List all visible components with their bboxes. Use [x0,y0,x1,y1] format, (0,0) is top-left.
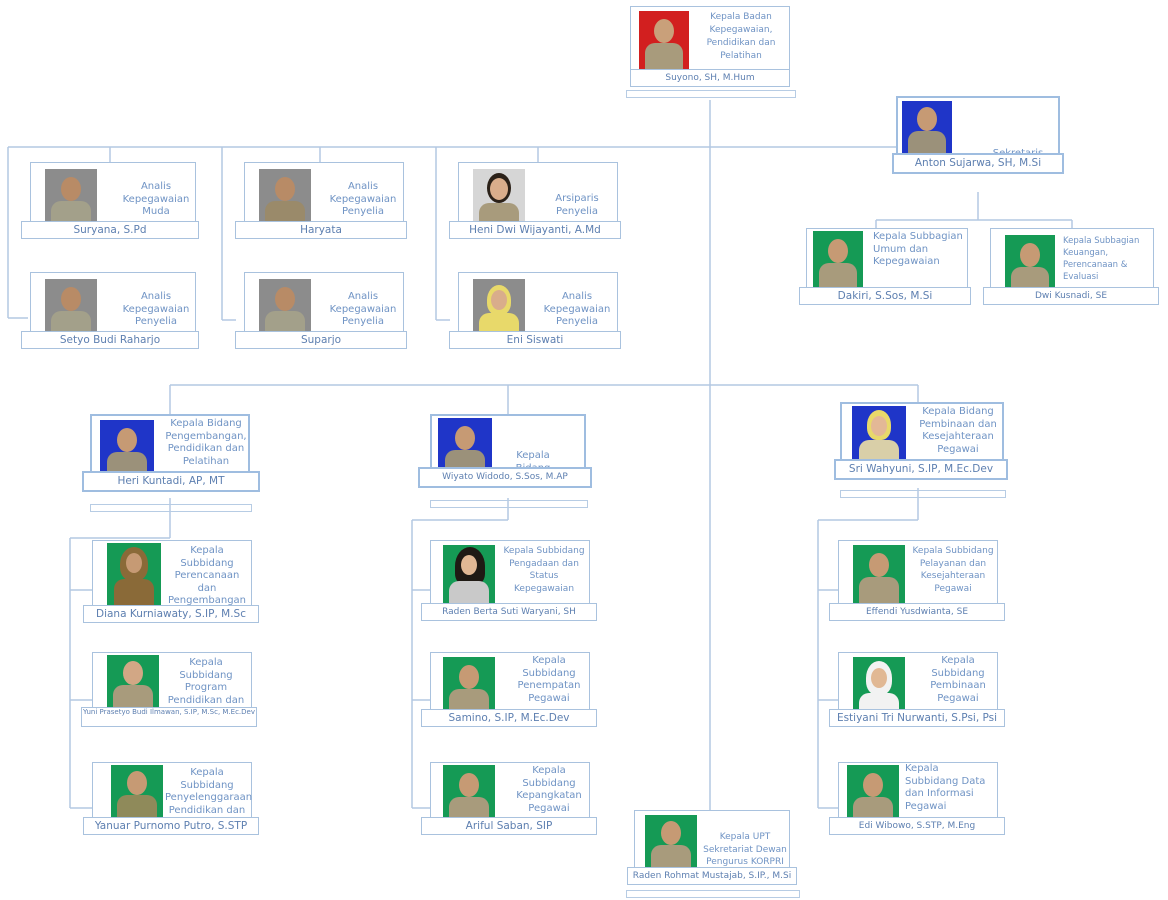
card-analyst: Analis Kepegawaian Penyelia Haryata [235,162,407,239]
portrait-photo [111,765,163,823]
position-title: Analis Kepegawaian Penyelia [122,291,190,327]
position-title: Kepala Subbidang Data dan Informasi Pega… [905,763,986,812]
card-analyst: Analis Kepegawaian Penyelia Suparjo [235,272,407,349]
person-name: Diana Kurniawaty, S.IP, M.Sc [83,605,259,623]
portrait-photo [639,11,689,71]
position-title: Analis Kepegawaian Penyelia [329,181,397,217]
position-title: Kepala UPT Sekretariat Dewan Pengurus KO… [703,832,787,867]
portrait-photo [813,231,863,291]
person-name: Raden Rohmat Mustajab, S.IP., M.Si [627,867,797,885]
portrait-photo [473,279,525,339]
position-title: Kepala Subbidang Pelayanan dan Kesejahte… [912,546,994,594]
position-title: Kepala Badan Kepegawaian, Pendidikan dan… [706,12,776,61]
card-shadow [90,504,252,512]
position-title: Analis Kepegawaian Muda [122,181,190,217]
portrait-photo [259,169,311,229]
portrait-photo [853,657,905,717]
card-shadow [840,490,1006,498]
card-subbidang: Kepala Subbidang Program Pendidikan dan … [81,652,257,727]
card-head: Kepala Badan Kepegawaian, Pendidikan dan… [630,6,790,87]
portrait-photo [853,545,905,605]
position-title: Kepala Subbagian Keuangan, Perencanaan &… [1063,236,1140,282]
card-subbidang: Kepala Subbidang Penempatan Pegawai Sami… [421,652,597,727]
card-subbidang: Kepala Subbidang Kepangkatan Pegawai Ari… [421,762,597,835]
person-name: Setyo Budi Raharjo [21,331,199,349]
card-bidang: Kepala Bidang Pengembangan, Pendidikan d… [82,414,260,492]
portrait-photo [45,169,97,229]
card-subbidang: Kepala Subbidang Pengadaan dan Status Ke… [421,540,597,621]
person-name: Suyono, SH, M.Hum [630,69,790,87]
person-name: Yanuar Purnomo Putro, S.STP [83,817,259,835]
portrait-photo [902,101,952,159]
position-title: Kepala Bidang Pengembangan, Pendidikan d… [165,418,247,467]
position-title: Arsiparis Penyelia [555,193,599,217]
portrait-photo [107,543,161,605]
card-bidang: Kepala Bidang Pembinaan dan Kesejahteraa… [834,402,1008,480]
person-name: Suryana, S.Pd [21,221,199,239]
card-analyst: Arsiparis Penyelia Heni Dwi Wijayanti, A… [449,162,621,239]
portrait-photo [645,815,697,873]
person-name: Dakiri, S.Sos, M.Si [799,287,971,305]
card-shadow [430,500,588,508]
position-title: Kepala Subbidang Pengadaan dan Status Ke… [503,546,585,594]
person-name: Ariful Saban, SIP [421,817,597,835]
portrait-photo [847,765,899,825]
card-shadow [626,90,796,98]
person-name: Raden Berta Suti Waryani, SH [421,603,597,621]
person-name: Dwi Kusnadi, SE [983,287,1159,305]
card-subbidang: Kepala Subbidang Data dan Informasi Pega… [829,762,1005,835]
portrait-photo [1005,235,1055,293]
person-name: Eni Siswati [449,331,621,349]
card-subbidang: Kepala Subbidang Pembinaan Pegawai Estiy… [829,652,1005,727]
card-subbidang: Kepala Subbidang Perencanaan dan Pengemb… [83,540,259,623]
person-name: Haryata [235,221,407,239]
position-title: Kepala Subbidang Penempatan Pegawai [517,655,581,704]
position-title: Analis Kepegawaian Penyelia [543,291,611,327]
portrait-photo [443,545,495,605]
card-upt: Kepala UPT Sekretariat Dewan Pengurus KO… [627,810,797,885]
person-name: Samino, S.IP, M.Ec.Dev [421,709,597,727]
person-name: Anton Sujarwa, SH, M.Si [892,153,1064,174]
card-subbagian-umum: Kepala Subbagian Umum dan Kepegawaian Da… [799,228,971,305]
card-analyst: Analis Kepegawaian Muda Suryana, S.Pd [21,162,199,239]
position-title: Kepala Subbidang Pembinaan Pegawai [930,655,986,704]
person-name: Estiyani Tri Nurwanti, S.Psi, Psi [829,709,1005,727]
card-analyst: Analis Kepegawaian Penyelia Setyo Budi R… [21,272,199,349]
portrait-photo [45,279,97,339]
position-title: Kepala Subbidang Perencanaan dan Pengemb… [167,545,247,606]
person-name: Yuni Prasetyo Budi Ilmawan, S.IP, M.Sc, … [81,707,257,727]
portrait-photo [443,657,495,717]
position-title: Kepala Subbidang Kepangkatan Pegawai [516,765,582,814]
portrait-photo [473,169,525,229]
position-title: Kepala Bidang Pembinaan dan Kesejahteraa… [919,406,997,455]
person-name: Sri Wahyuni, S.IP, M.Ec.Dev [834,459,1008,480]
card-subbidang: Kepala Subbidang Penyelenggaraan Pendidi… [83,762,259,835]
portrait-photo [443,765,495,825]
person-name: Wiyato Widodo, S.Sos, M.AP [418,467,592,488]
person-name: Heri Kuntadi, AP, MT [82,471,260,492]
person-name: Suparjo [235,331,407,349]
person-name: Effendi Yusdwianta, SE [829,603,1005,621]
card-analyst: Analis Kepegawaian Penyelia Eni Siswati [449,272,621,349]
person-name: Edi Wibowo, S.STP, M.Eng [829,817,1005,835]
card-bidang: Kepala Bidang Mutasi Wiyato Widodo, S.So… [418,414,592,488]
person-name: Heni Dwi Wijayanti, A.Md [449,221,621,239]
card-secretary: Sekretaris Anton Sujarwa, SH, M.Si [892,96,1064,174]
position-title: Kepala Subbagian Umum dan Kepegawaian [873,231,963,267]
portrait-photo [259,279,311,339]
card-subbagian-keuangan: Kepala Subbagian Keuangan, Perencanaan &… [983,228,1159,305]
card-shadow [626,890,800,898]
card-subbidang: Kepala Subbidang Pelayanan dan Kesejahte… [829,540,1005,621]
position-title: Analis Kepegawaian Penyelia [329,291,397,327]
portrait-photo [107,655,159,713]
